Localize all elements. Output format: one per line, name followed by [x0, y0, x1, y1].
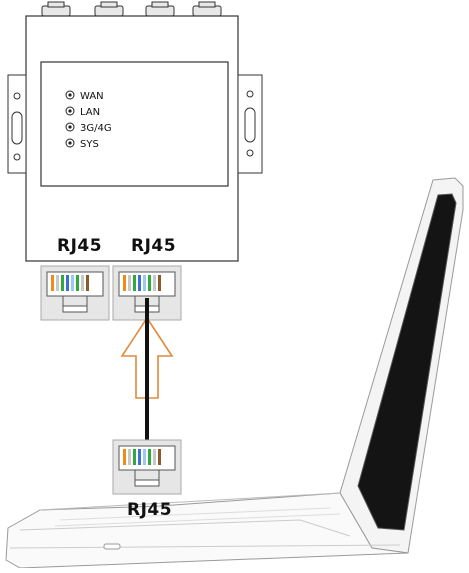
rj45-jack-left[interactable] [40, 265, 110, 321]
router-device: WAN LAN 3G/4G SYS [7, 1, 263, 262]
antenna-connectors [41, 1, 222, 17]
led-indicators: WAN LAN 3G/4G SYS [65, 90, 112, 150]
right-mount-bracket [237, 74, 263, 174]
laptop [5, 177, 464, 569]
led-3g4g [65, 122, 75, 132]
led-label-lan: LAN [80, 107, 100, 118]
laptop-screen [357, 193, 457, 531]
led-lan [65, 106, 75, 116]
led-sys [65, 138, 75, 148]
rj45-plug-cable [112, 439, 182, 495]
left-mount-bracket [7, 74, 27, 174]
led-wan [65, 90, 75, 100]
plug-label: RJ45 [127, 500, 173, 520]
laptop-notch [103, 543, 121, 550]
port-label-left: RJ45 [57, 236, 103, 256]
port-label-right: RJ45 [131, 236, 177, 256]
led-label-wan: WAN [80, 91, 104, 102]
led-label-3g4g: 3G/4G [80, 123, 112, 134]
led-label-sys: SYS [80, 139, 99, 150]
